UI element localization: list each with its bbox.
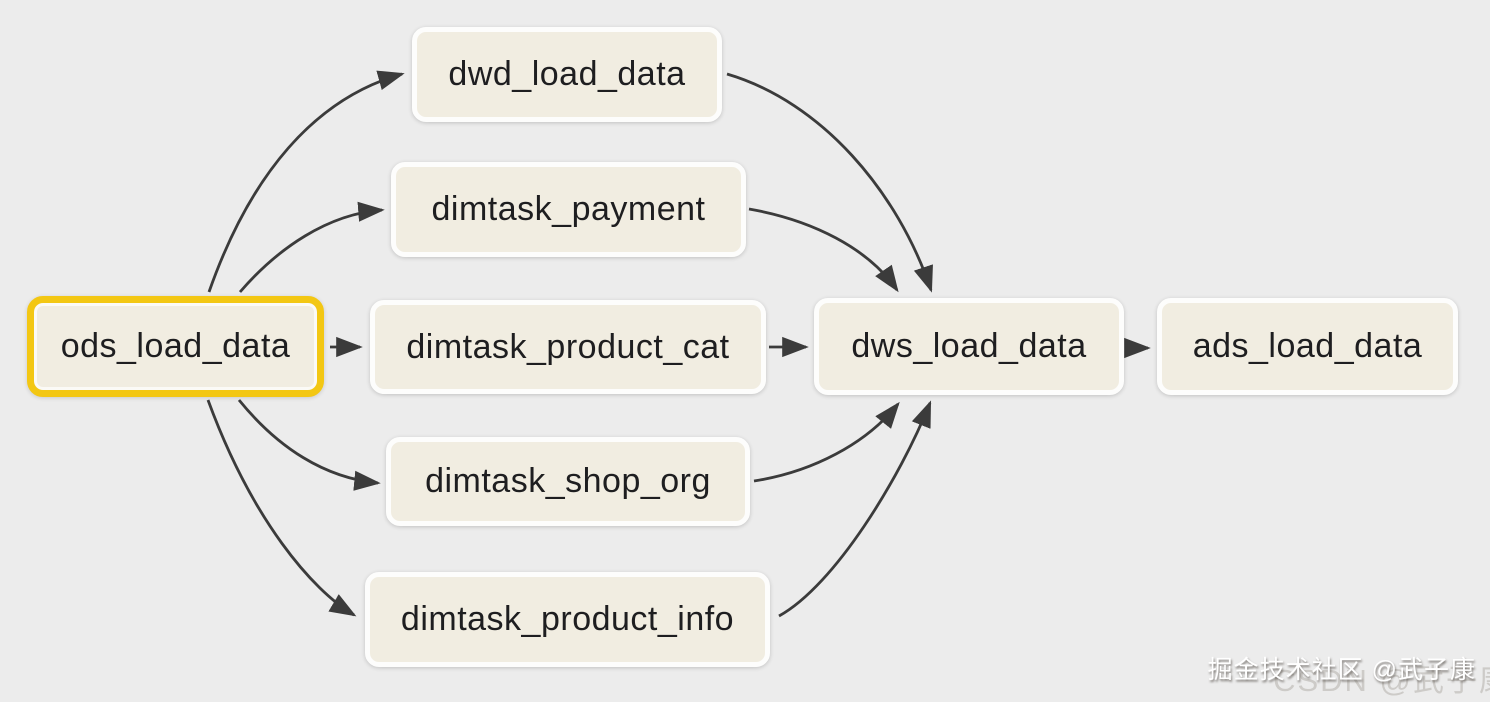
watermark-juejin: 掘金技术社区 @武子康 [1207, 656, 1476, 684]
task-node-label: dimtask_product_cat [406, 327, 730, 366]
task-node-dws-load-data[interactable]: dws_load_data [814, 298, 1124, 395]
edge-ods-to-payment [238, 201, 385, 293]
task-node-label: dimtask_payment [431, 190, 706, 228]
task-node-dimtask-product-info[interactable]: dimtask_product_info [365, 572, 770, 667]
task-node-dwd-load-data[interactable]: dwd_load_data [412, 27, 722, 122]
edge-shop-org-to-dws [753, 401, 900, 483]
task-node-label: dimtask_product_info [400, 600, 735, 638]
edge-ods-to-product-info [206, 399, 357, 617]
task-node-dimtask-payment[interactable]: dimtask_payment [391, 162, 746, 257]
task-node-ads-load-data[interactable]: ads_load_data [1157, 298, 1458, 395]
task-node-label: dwd_load_data [448, 55, 686, 93]
edge-payment-to-dws [748, 207, 899, 293]
task-node-dimtask-shop-org[interactable]: dimtask_shop_org [386, 437, 750, 526]
edge-dwd-to-dws [726, 72, 933, 293]
task-node-label: dimtask_shop_org [425, 462, 711, 500]
task-node-ods-load-data[interactable]: ods_load_data [27, 296, 324, 397]
edge-product-info-to-dws [778, 400, 932, 618]
edge-ods-to-dwd [207, 70, 405, 293]
task-node-label: ods_load_data [60, 327, 291, 365]
edge-ods-to-shop-org [237, 399, 381, 491]
task-node-dimtask-product-cat[interactable]: dimtask_product_cat [370, 300, 766, 394]
task-node-label: ads_load_data [1192, 327, 1423, 365]
task-node-label: dws_load_data [851, 327, 1087, 365]
watermark-csdn: CSDN @武子康 [1273, 663, 1490, 698]
